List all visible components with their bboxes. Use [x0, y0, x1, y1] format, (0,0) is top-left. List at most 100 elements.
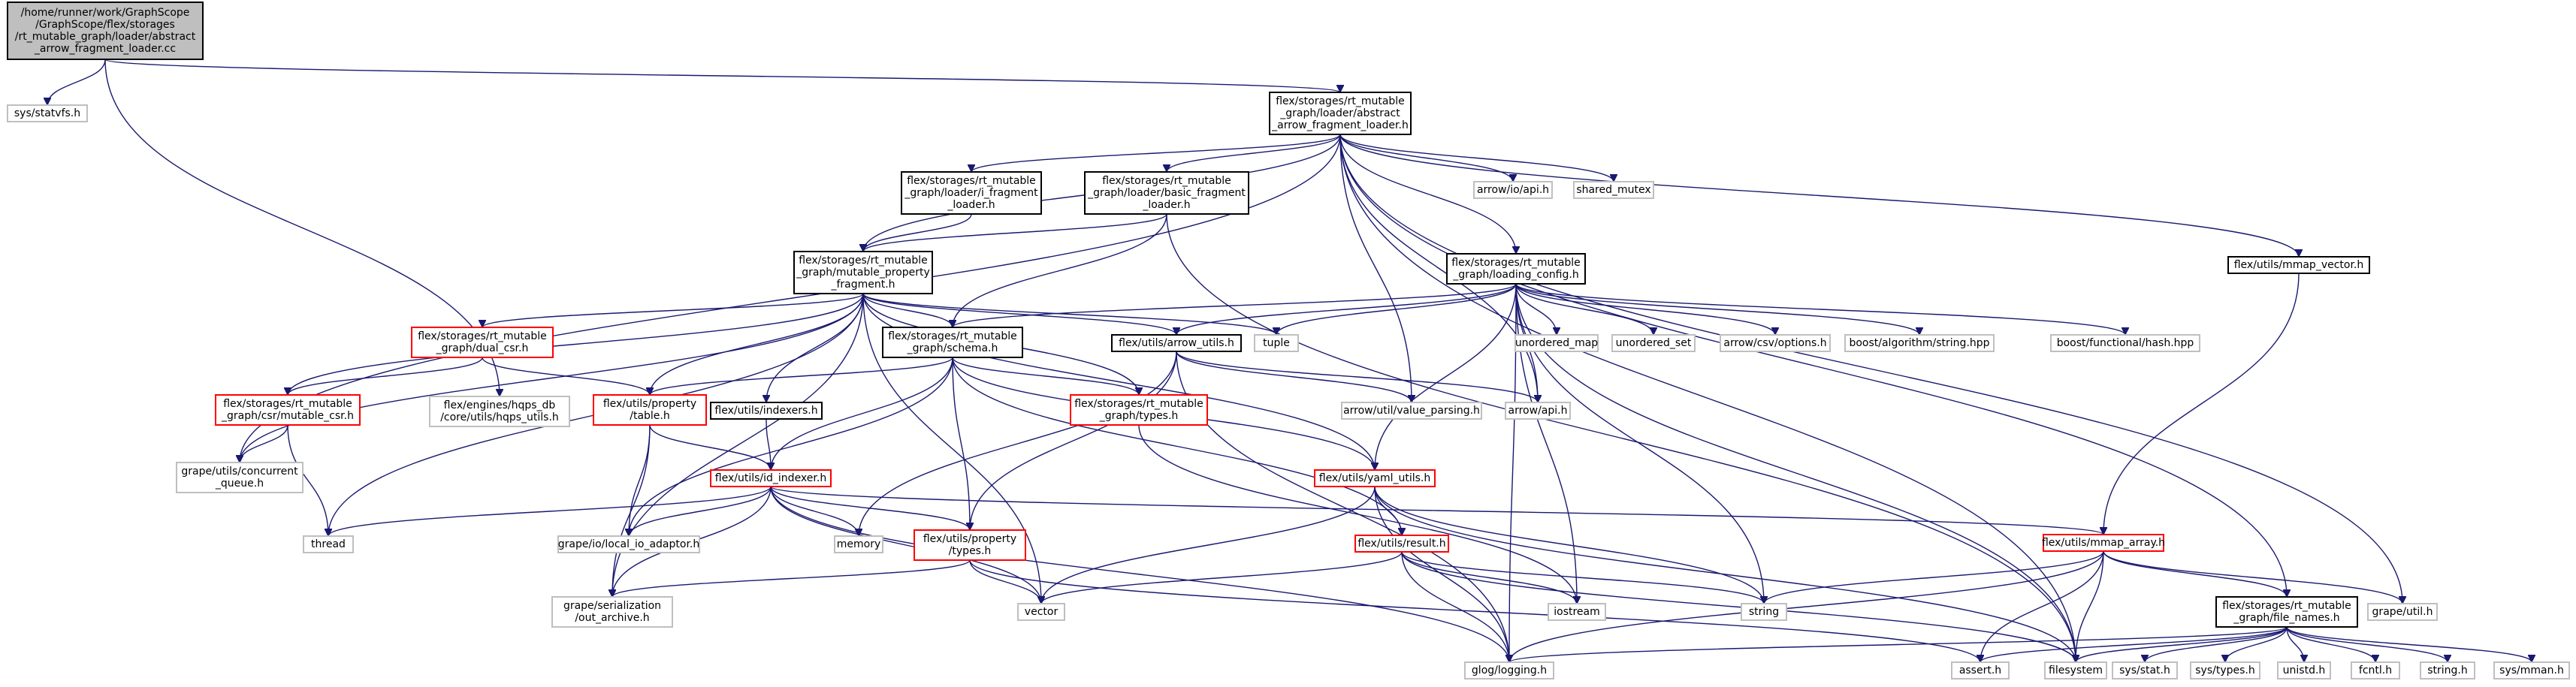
node-unordered-set[interactable]: unordered_set	[1611, 334, 1696, 352]
node-boost-algo[interactable]: boost/algorithm/string.hpp	[1844, 334, 1995, 352]
include-edge-loading_config-to-filesystem	[1515, 283, 2076, 662]
include-edge-arrow_utils-to-value_parsing	[1176, 351, 1412, 403]
node-bfl-h[interactable]: flex/storages/rt_mutable_graph/loader/ba…	[1084, 171, 1249, 215]
node-box	[2227, 256, 2370, 274]
include-edge-arrow_utils-to-arrow_api	[1176, 351, 1538, 403]
node-filesystem[interactable]: filesystem	[2044, 661, 2107, 679]
node-unordered-map[interactable]: unordered_map	[1514, 334, 1599, 352]
node-shared-mutex[interactable]: shared_mutex	[1573, 181, 1654, 199]
node-id-indexer[interactable]: flex/utils/id_indexer.h	[710, 469, 832, 487]
node-rt-types[interactable]: flex/storages/rt_mutable_graph/types.h	[1070, 394, 1208, 426]
node-assert-h[interactable]: assert.h	[1951, 661, 2010, 679]
node-box	[1446, 253, 1586, 285]
node-label-line: tuple	[1263, 337, 1290, 349]
node-string[interactable]: string	[1741, 603, 1787, 621]
node-fcntl[interactable]: fcntl.h	[2351, 661, 2400, 679]
node-dual-csr[interactable]: flex/storages/rt_mutable_graph/dual_csr.…	[411, 327, 554, 358]
node-vector[interactable]: vector	[1017, 603, 1065, 621]
include-edge-bfl_h-to-schema_h	[953, 213, 1167, 327]
include-edge-bfl_h-to-mpf_h	[863, 213, 1167, 252]
include-edge-afl_h-to-mmap_vector	[1339, 134, 2299, 257]
node-thread[interactable]: thread	[303, 535, 354, 553]
node-label-line: flex/storages/rt_mutable	[223, 398, 352, 410]
node-sys-mman[interactable]: sys/mman.h	[2493, 661, 2570, 679]
node-schema-h[interactable]: flex/storages/rt_mutable_graph/schema.h	[882, 327, 1023, 358]
node-label-line: flex/storages/rt_mutable	[1451, 257, 1581, 269]
include-edge-indexers_h-to-id_indexer	[766, 418, 771, 470]
node-iostream[interactable]: iostream	[1548, 603, 1606, 621]
node-label-line: sys/stat.h	[2119, 664, 2170, 676]
node-box	[901, 171, 1042, 215]
node-statvfs[interactable]: sys/statvfs.h	[7, 104, 88, 122]
node-glog[interactable]: glog/logging.h	[1464, 661, 1554, 679]
include-edge-mpf_h-to-vector	[862, 293, 1041, 604]
node-label-line: _graph/loader/abstract	[1279, 107, 1400, 119]
node-ifl-h[interactable]: flex/storages/rt_mutable_graph/loader/i_…	[901, 171, 1042, 215]
node-yaml-utils[interactable]: flex/utils/yaml_utils.h	[1314, 469, 1436, 487]
node-label-line: flex/utils/result.h	[1357, 538, 1445, 550]
node-hqps-utils[interactable]: flex/engines/hqps_db/core/utils/hqps_uti…	[429, 396, 570, 427]
node-label-line: /table.h	[630, 410, 670, 422]
node-loading-config[interactable]: flex/storages/rt_mutable_graph/loading_c…	[1446, 253, 1586, 285]
node-label-line: arrow/csv/options.h	[1723, 337, 1826, 349]
include-edge-loading_config-to-arrow_csv	[1515, 283, 1775, 336]
node-out-archive[interactable]: grape/serialization/out_archive.h	[551, 596, 673, 628]
node-mutable-csr[interactable]: flex/storages/rt_mutable_graph/csr/mutab…	[215, 394, 361, 426]
node-arrow-io[interactable]: arrow/io/api.h	[1473, 181, 1553, 199]
node-prop-table[interactable]: flex/utils/property/table.h	[593, 394, 707, 426]
node-tuple[interactable]: tuple	[1254, 334, 1299, 352]
node-box	[215, 394, 361, 426]
node-indexers-h[interactable]: flex/utils/indexers.h	[710, 402, 823, 420]
include-edge-mmap_vector-to-mmap_array	[2103, 273, 2300, 535]
include-edge-file_names-to-fcntl	[2286, 626, 2375, 663]
node-string-h[interactable]: string.h	[2420, 661, 2475, 679]
node-label-line: /types.h	[949, 545, 992, 557]
node-grape-util[interactable]: grape/util.h	[2367, 603, 2438, 621]
node-label-line: unordered_set	[1616, 337, 1692, 349]
include-edge-result_h-to-glog	[1401, 551, 1509, 662]
node-box	[1111, 334, 1242, 352]
node-afl-h[interactable]: flex/storages/rt_mutable_graph/loader/ab…	[1269, 92, 1412, 135]
nodes-layer: /home/runner/work/GraphScope/GraphScope/…	[7, 2, 2570, 679]
include-edge-mmap_array-to-filesystem	[2076, 550, 2104, 662]
node-label-line: assert.h	[1959, 664, 2001, 676]
node-arrow-csv[interactable]: arrow/csv/options.h	[1720, 334, 1831, 352]
node-box	[2043, 534, 2164, 552]
node-label-line: _graph/dual_csr.h	[436, 342, 529, 354]
node-label-line: grape/utils/concurrent	[181, 466, 298, 478]
node-label-line: iostream	[1554, 606, 1600, 618]
node-box	[1951, 661, 2010, 679]
include-edge-bfl_h-to-filesystem	[1166, 213, 2076, 662]
node-box	[2190, 661, 2260, 679]
node-sys-types[interactable]: sys/types.h	[2190, 661, 2260, 679]
node-label-line: flex/engines/hqps_db	[444, 399, 556, 411]
node-unistd[interactable]: unistd.h	[2277, 661, 2331, 679]
node-file-names[interactable]: flex/storages/rt_mutable_graph/file_name…	[2215, 596, 2358, 628]
node-sys-stat[interactable]: sys/stat.h	[2112, 661, 2178, 679]
node-boost-hash[interactable]: boost/functional/hash.hpp	[2050, 334, 2200, 352]
node-mmap-vector[interactable]: flex/utils/mmap_vector.h	[2227, 256, 2370, 274]
node-label-line: glog/logging.h	[1472, 664, 1547, 676]
include-edge-afl_h-to-arrow_io	[1339, 134, 1513, 182]
node-label-line: boost/algorithm/string.hpp	[1849, 337, 1989, 349]
node-label-line: _arrow_fragment_loader.cc	[34, 43, 176, 55]
node-label-line: flex/utils/mmap_vector.h	[2234, 259, 2364, 271]
node-box	[2215, 596, 2358, 628]
node-arrow-utils[interactable]: flex/utils/arrow_utils.h	[1111, 334, 1242, 352]
node-label-line: flex/utils/property	[923, 533, 1016, 545]
node-label-line: flex/storages/rt_mutable	[888, 330, 1017, 342]
node-concurrent-queue[interactable]: grape/utils/concurrent_queue.h	[176, 462, 304, 493]
node-mpf-h[interactable]: flex/storages/rt_mutable_graph/mutable_p…	[793, 251, 933, 294]
include-edge-afl_h-to-file_names	[1339, 134, 2287, 597]
node-value-parsing[interactable]: arrow/util/value_parsing.h	[1341, 402, 1482, 420]
include-edge-dual_csr-to-mutable_csr	[288, 357, 483, 396]
node-box	[1741, 603, 1787, 621]
node-label-line: /GraphScope/flex/storages	[35, 19, 175, 31]
include-edge-mpf_h-to-indexers_h	[766, 293, 864, 402]
node-result-h[interactable]: flex/utils/result.h	[1354, 535, 1449, 553]
node-arrow-api[interactable]: arrow/api.h	[1505, 402, 1571, 420]
node-mmap-array[interactable]: flex/utils/mmap_array.h	[2042, 534, 2165, 552]
node-local-io[interactable]: grape/io/local_io_adaptor.h	[557, 535, 700, 553]
node-memory[interactable]: memory	[834, 535, 883, 553]
node-prop-types[interactable]: flex/utils/property/types.h	[914, 529, 1026, 561]
